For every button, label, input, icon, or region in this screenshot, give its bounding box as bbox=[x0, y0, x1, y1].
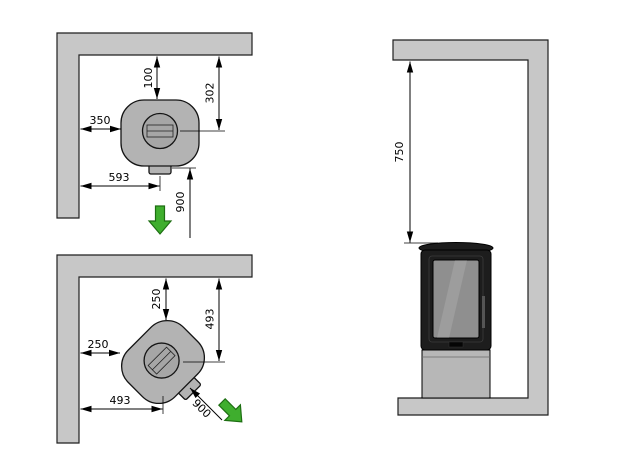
corner-wall bbox=[56, 32, 253, 219]
dim-label-front-clearance: 900 bbox=[174, 192, 187, 213]
view-elevation: 750 bbox=[392, 39, 549, 416]
rear-dimensions: 100 302 350 593 900 bbox=[80, 56, 225, 238]
stove-top-view bbox=[120, 99, 200, 175]
dim-label-side-wall-to-flue-center: 593 bbox=[109, 171, 130, 184]
glass-reflection bbox=[437, 260, 467, 338]
dim-label-front-clearance: 900 bbox=[189, 397, 213, 421]
view-rear-installation: 100 302 350 593 900 bbox=[56, 32, 253, 238]
view-corner-installation: 250 493 250 493 900 bbox=[56, 254, 253, 444]
stove-front-view bbox=[418, 242, 494, 399]
stove-top-view-rotated bbox=[120, 319, 206, 405]
dim-label-side-wall-to-stove: 250 bbox=[88, 338, 109, 351]
dim-label-back-wall-to-flue-center: 493 bbox=[204, 309, 217, 330]
dim-label-back-wall-to-stove: 100 bbox=[142, 68, 155, 89]
dim-label-side-wall-to-flue-center: 493 bbox=[110, 394, 131, 407]
stove-pedestal bbox=[421, 349, 491, 399]
dim-label-back-wall-to-stove: 250 bbox=[150, 289, 163, 310]
door-handle bbox=[482, 296, 485, 328]
dim-label-wall-to-stove-top: 750 bbox=[393, 142, 406, 163]
elevation-dimension: 750 bbox=[393, 61, 438, 244]
dim-label-back-wall-to-flue-center: 302 bbox=[204, 83, 217, 104]
recess-wall bbox=[392, 39, 549, 416]
dim-line-front-clearance bbox=[189, 387, 223, 421]
door-glass bbox=[432, 259, 480, 339]
air-control-knob bbox=[448, 341, 464, 348]
front-direction-arrow-icon bbox=[147, 205, 173, 235]
corner-wall bbox=[56, 254, 253, 444]
flue-damper-line bbox=[152, 351, 172, 371]
front-direction-arrow-icon bbox=[217, 397, 243, 423]
dim-label-side-wall-to-stove: 350 bbox=[90, 114, 111, 127]
